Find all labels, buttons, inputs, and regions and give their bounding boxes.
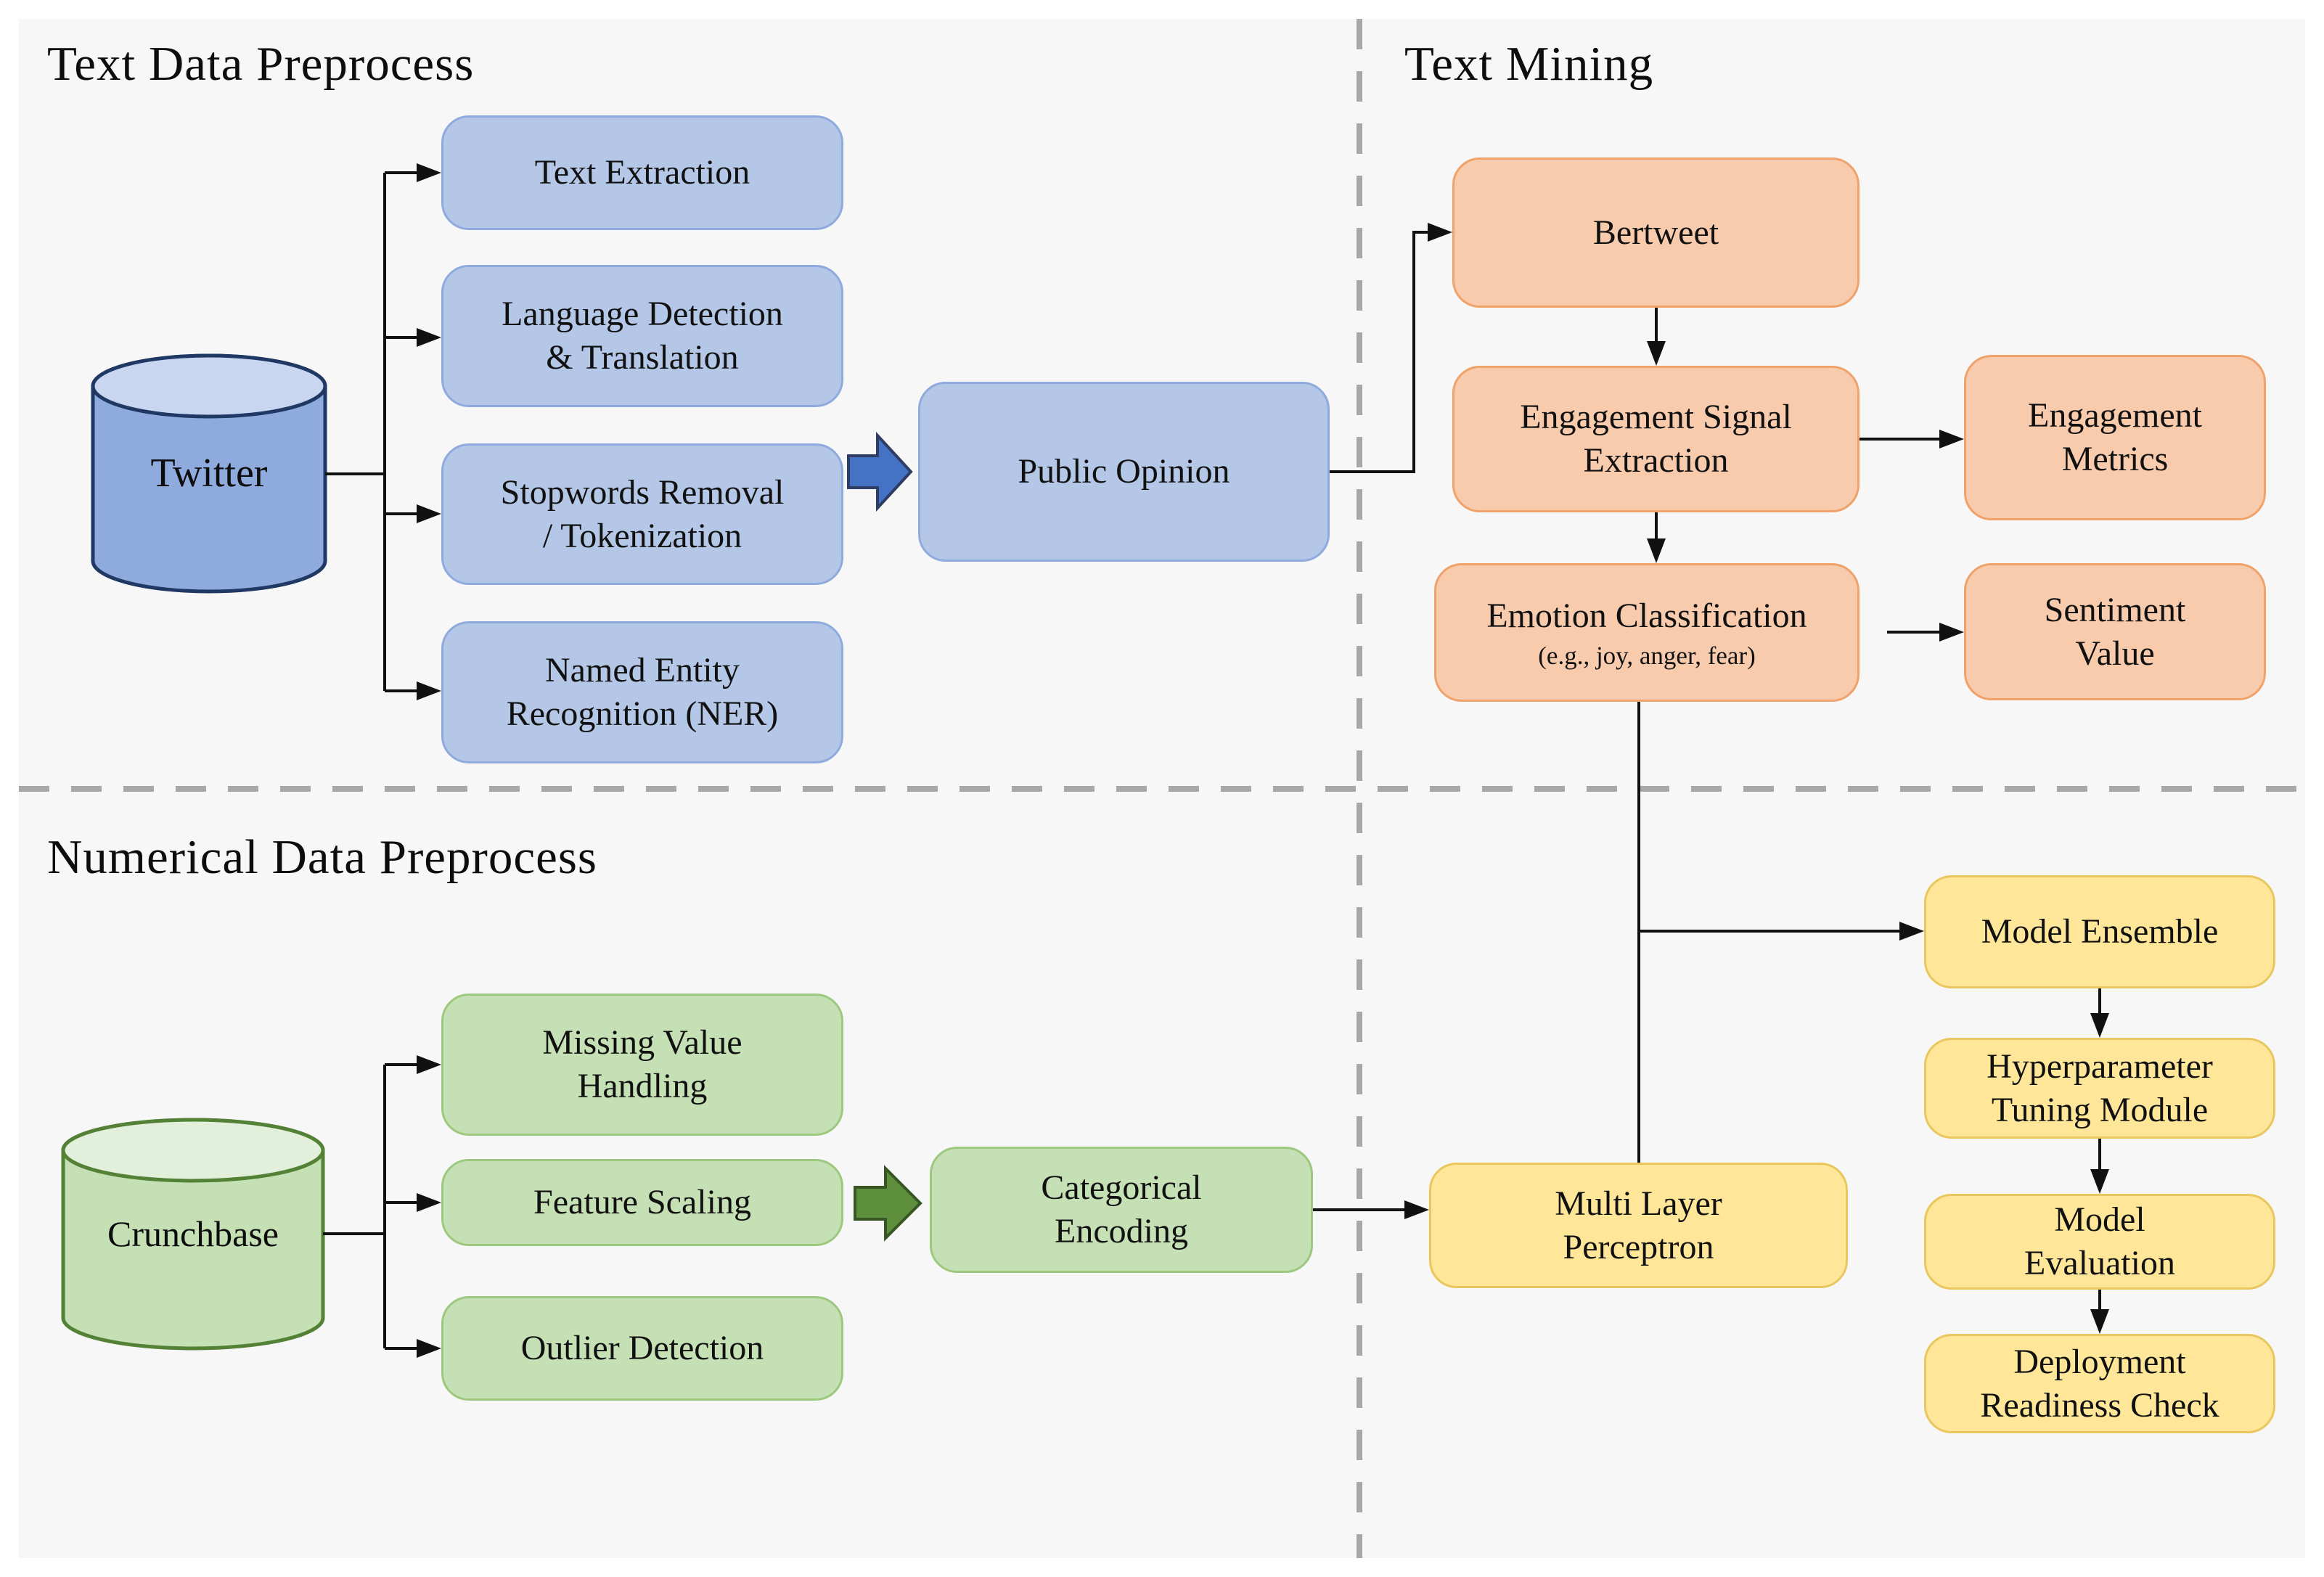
node-feature-scaling: Feature Scaling [441, 1159, 843, 1246]
node-public-opinion: Public Opinion [918, 382, 1330, 562]
node-sentiment-value: Sentiment Value [1964, 563, 2266, 700]
node-outlier-detection: Outlier Detection [441, 1296, 843, 1401]
node-stopwords-removal-tokenization: Stopwords Removal / Tokenization [441, 443, 843, 585]
crunchbase-database-cylinder-icon [61, 1118, 325, 1351]
node-hyperparameter-tuning-module: Hyperparameter Tuning Module [1924, 1038, 2275, 1139]
node-bertweet: Bertweet [1452, 157, 1859, 308]
node-model-ensemble: Model Ensemble [1924, 875, 2275, 988]
node-categorical-encoding: Categorical Encoding [930, 1147, 1313, 1273]
crunchbase-source-label: Crunchbase [107, 1213, 279, 1254]
node-missing-value-handling: Missing Value Handling [441, 994, 843, 1136]
node-engagement-metrics: Engagement Metrics [1964, 355, 2266, 520]
node-language-detection-translation: Language Detection & Translation [441, 265, 843, 407]
node-model-evaluation: Model Evaluation [1924, 1194, 2275, 1290]
twitter-database-cylinder-icon [91, 353, 327, 594]
green-block-arrow-icon [854, 1165, 922, 1242]
node-deployment-readiness-check: Deployment Readiness Check [1924, 1334, 2275, 1433]
emotion-classification-examples: (e.g., joy, anger, fear) [1538, 642, 1756, 671]
node-engagement-signal-extraction: Engagement Signal Extraction [1452, 366, 1859, 512]
node-emotion-classification: Emotion Classification (e.g., joy, anger… [1434, 563, 1859, 702]
twitter-source-label: Twitter [150, 451, 268, 496]
section-title-numerical-data-preprocess: Numerical Data Preprocess [47, 830, 597, 884]
section-title-text-data-preprocess: Text Data Preprocess [47, 37, 475, 91]
section-title-text-mining: Text Mining [1404, 37, 1654, 91]
connector-arrowheads [417, 163, 2109, 1358]
node-named-entity-recognition: Named Entity Recognition (NER) [441, 621, 843, 763]
node-multi-layer-perceptron: Multi Layer Perceptron [1429, 1163, 1848, 1288]
connector-lines [323, 171, 2101, 1350]
node-text-extraction: Text Extraction [441, 115, 843, 230]
emotion-classification-label: Emotion Classification [1486, 596, 1807, 635]
blue-block-arrow-icon [847, 431, 913, 512]
